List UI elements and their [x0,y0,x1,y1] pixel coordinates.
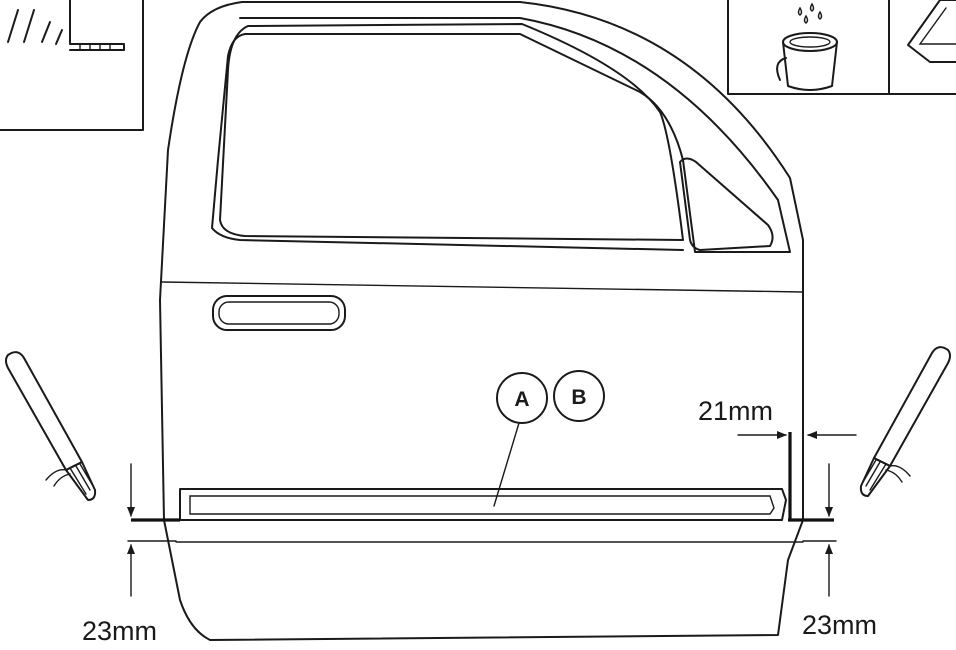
side-molding-strip [179,488,787,521]
water-cup-icon [776,32,838,91]
inset-panel-right [727,0,956,95]
dimension-23mm-right: 23mm [802,610,877,640]
dimension-21mm: 21mm [698,396,773,426]
truck-door [159,1,804,641]
door-outer-outline [159,1,804,641]
callout-leader-line [493,422,520,507]
dimension-23mm-left: 23mm [82,616,157,646]
callout-b-label: B [571,386,586,409]
marker-pen-right-icon [859,346,951,497]
belt-line [161,281,804,293]
water-drops-icon [797,2,823,24]
window-glass [219,23,684,241]
window-outer-frame [211,17,791,253]
callout-b: B [553,370,605,422]
inset-panel-left [0,0,144,131]
door-handle [212,295,346,331]
vent-window [679,157,774,251]
callout-a: A [496,372,548,424]
callout-a-label: A [514,388,529,411]
dimension-arrows [127,431,857,597]
marker-pen-left-icon [5,351,97,501]
